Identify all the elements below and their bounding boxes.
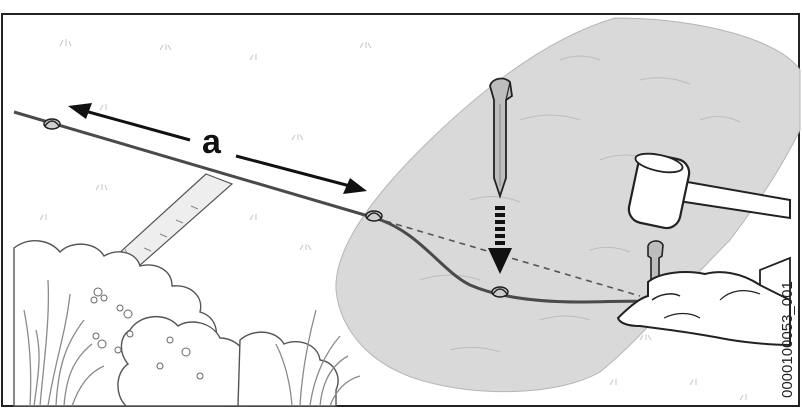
new-peg <box>489 77 513 199</box>
figure-frame <box>1 13 800 407</box>
distance-arrow-right <box>235 154 367 194</box>
background-grass-tufts <box>39 39 747 401</box>
installed-peg-target <box>491 286 509 298</box>
dashed-reference-line <box>374 217 641 297</box>
insert-direction-arrow <box>488 206 512 274</box>
distance-arrow-left <box>68 103 191 142</box>
distance-label: a <box>202 123 222 161</box>
installed-peg-middle <box>365 210 383 222</box>
foreground-bushes <box>13 240 339 407</box>
installed-peg-left <box>43 118 61 130</box>
lawn-patch <box>335 17 801 393</box>
figure-code: 0000100053_001 <box>779 281 796 398</box>
bush-flowers <box>90 287 204 380</box>
hammer-icon <box>627 152 791 230</box>
hand-icon <box>616 256 791 347</box>
tall-grass <box>23 279 361 407</box>
